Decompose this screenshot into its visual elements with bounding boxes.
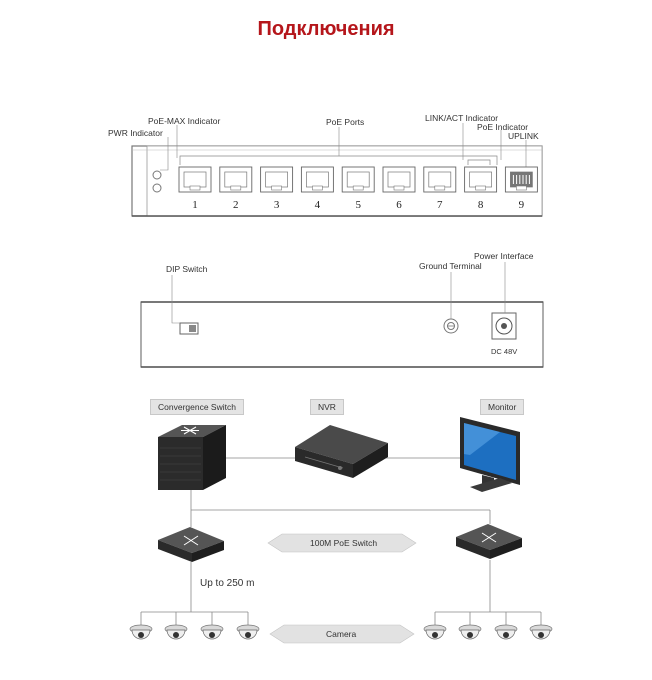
dome-camera-icon bbox=[423, 624, 447, 640]
pwr-led bbox=[152, 170, 162, 180]
poe-port-5 bbox=[341, 166, 375, 193]
dome-camera-icon bbox=[200, 624, 224, 640]
poe-port-4 bbox=[300, 166, 334, 193]
camera-label: Camera bbox=[326, 629, 357, 639]
poe-switch-left-icon bbox=[158, 527, 224, 562]
poe-port-3 bbox=[260, 166, 294, 193]
poe-port-2 bbox=[219, 166, 253, 193]
port-number-8: 8 bbox=[477, 199, 484, 211]
dome-camera-icon bbox=[494, 624, 518, 640]
port-number-1: 1 bbox=[192, 199, 198, 211]
port-number-9: 9 bbox=[518, 199, 525, 211]
convergence-switch-label: Convergence Switch bbox=[150, 399, 244, 415]
uplink-label: UPLINK bbox=[508, 131, 539, 141]
camera-arrow bbox=[269, 624, 415, 644]
poe-indicator-label: PoE Indicator bbox=[477, 122, 529, 132]
dome-camera-icon bbox=[529, 624, 553, 640]
port-number-5: 5 bbox=[355, 199, 361, 211]
ground-terminal-label: Ground Terminal bbox=[419, 261, 482, 271]
port-number-7: 7 bbox=[437, 199, 443, 211]
port-number-3: 3 bbox=[273, 199, 280, 211]
dome-camera-icon bbox=[458, 624, 482, 640]
dome-camera-icon bbox=[129, 624, 153, 640]
dc-voltage-label: DC 48V bbox=[491, 347, 518, 356]
power-interface-label: Power Interface bbox=[474, 251, 534, 261]
monitor-icon bbox=[460, 417, 520, 492]
ground-terminal bbox=[443, 318, 459, 334]
port-number-2: 2 bbox=[233, 199, 239, 211]
poe-port-7 bbox=[423, 166, 457, 193]
distance-label: Up to 250 m bbox=[200, 578, 255, 589]
convergence-switch-icon bbox=[158, 425, 226, 490]
uplink-port bbox=[504, 166, 538, 193]
pwr-indicator-label: PWR Indicator bbox=[108, 128, 163, 138]
poe-port-8 bbox=[464, 166, 498, 193]
dip-switch bbox=[179, 322, 199, 335]
dome-camera-icon bbox=[164, 624, 188, 640]
poe-max-led bbox=[152, 183, 162, 193]
dip-switch-label: DIP Switch bbox=[166, 264, 208, 274]
monitor-label: Monitor bbox=[480, 399, 525, 415]
nvr-label: NVR bbox=[310, 399, 344, 415]
link-act-indicator-label: LINK/ACT Indicator bbox=[425, 113, 499, 123]
poe-port-1 bbox=[178, 166, 212, 193]
poe-switch-right-icon bbox=[456, 524, 522, 559]
poe-switch-arrow bbox=[267, 533, 417, 553]
poe-switch-label: 100M PoE Switch bbox=[310, 538, 378, 548]
poe-max-indicator-label: PoE-MAX Indicator bbox=[148, 116, 221, 126]
poe-ports-label: PoE Ports bbox=[326, 117, 365, 127]
port-number-6: 6 bbox=[396, 199, 402, 211]
page-title: Подключения bbox=[257, 18, 395, 40]
rear-panel bbox=[140, 301, 544, 368]
dome-camera-icon bbox=[236, 624, 260, 640]
power-interface bbox=[491, 312, 517, 340]
network-lines bbox=[140, 457, 542, 626]
port-number-4: 4 bbox=[314, 199, 321, 211]
poe-port-6 bbox=[382, 166, 416, 193]
nvr-icon bbox=[295, 425, 388, 478]
